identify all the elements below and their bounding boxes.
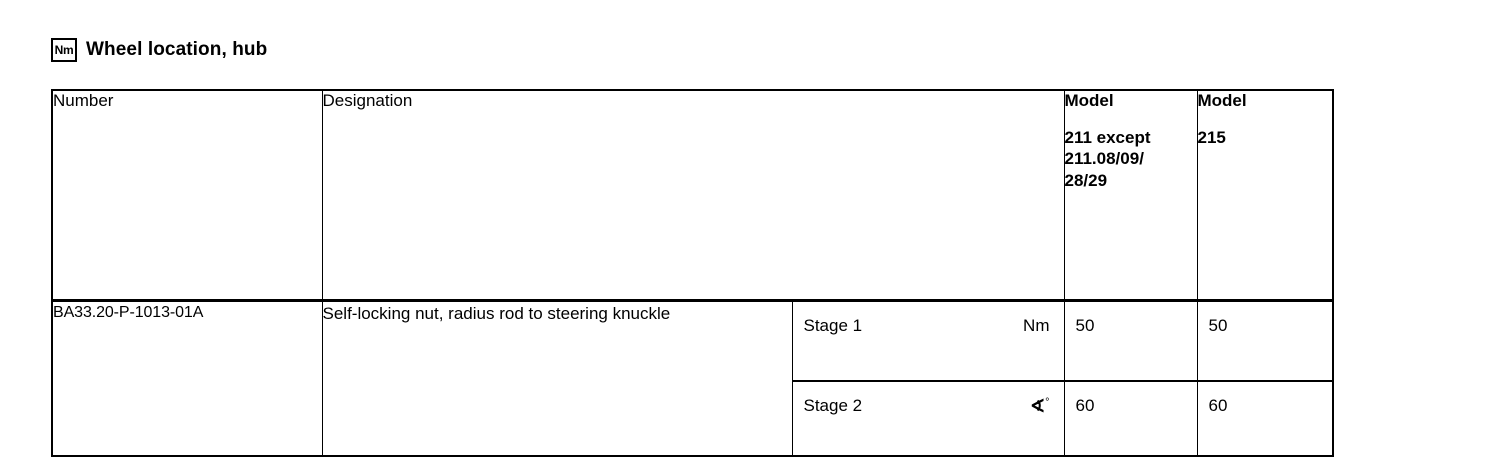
model-211-label: Model [1064, 91, 1114, 110]
model-211-detail-line2: 211.08/09/ [1064, 149, 1144, 169]
section-heading: Nm Wheel location, hub [51, 37, 267, 63]
cell-designation: Self-locking nut, radius rod to steering… [321, 300, 793, 457]
value-model-215-stage-1: 50 [1208, 316, 1228, 335]
cell-model-211-values: 50 60 [1063, 300, 1198, 457]
model-215-label: Model [1197, 91, 1247, 110]
page-title: Wheel location, hub [86, 39, 268, 60]
value-model-211-stage-1: 50 [1075, 316, 1095, 335]
nm-unit-icon: Nm [51, 38, 77, 62]
column-header-model-215: Model 215 [1196, 89, 1334, 302]
model-211-detail-line3: 28/29 [1064, 171, 1108, 191]
angle-symbol-icon: ∢ [1030, 396, 1046, 416]
stage-row-1: Stage 1 Nm [793, 302, 1064, 381]
table-header-row: Number Designation Model 211 except 211.… [51, 89, 1334, 302]
stage-subtable: Stage 1 Nm Stage 2 ∢° [792, 302, 1064, 455]
cell-part-number: BA33.20-P-1013-01A [51, 300, 323, 457]
stage-2-label: Stage 2 [803, 396, 863, 415]
stage-1-label: Stage 1 [803, 316, 863, 335]
cell-model-215-values: 50 60 [1196, 300, 1334, 457]
degree-symbol-icon: ° [1045, 396, 1050, 409]
model-215-detail: 215 [1197, 127, 1226, 147]
stage-row-2: Stage 2 ∢° [792, 380, 1064, 455]
value-model-215-stage-2: 60 [1197, 380, 1332, 453]
cell-stage-group: Stage 1 Nm Stage 2 ∢° [792, 300, 1065, 457]
stage-1-unit: Nm [1023, 316, 1050, 335]
value-model-211-stage-2: 60 [1064, 380, 1197, 453]
column-header-designation: Designation [321, 89, 1065, 302]
column-header-number: Number [51, 89, 323, 302]
stage-2-unit: ∢° [1030, 396, 1050, 417]
table-row: BA33.20-P-1013-01A Self-locking nut, rad… [51, 300, 1334, 457]
model-211-detail-line1: 211 except [1064, 127, 1151, 147]
column-header-model-211: Model 211 except 211.08/09/ 28/29 [1063, 89, 1198, 302]
torque-specification-table: Number Designation Model 211 except 211.… [51, 89, 1334, 457]
